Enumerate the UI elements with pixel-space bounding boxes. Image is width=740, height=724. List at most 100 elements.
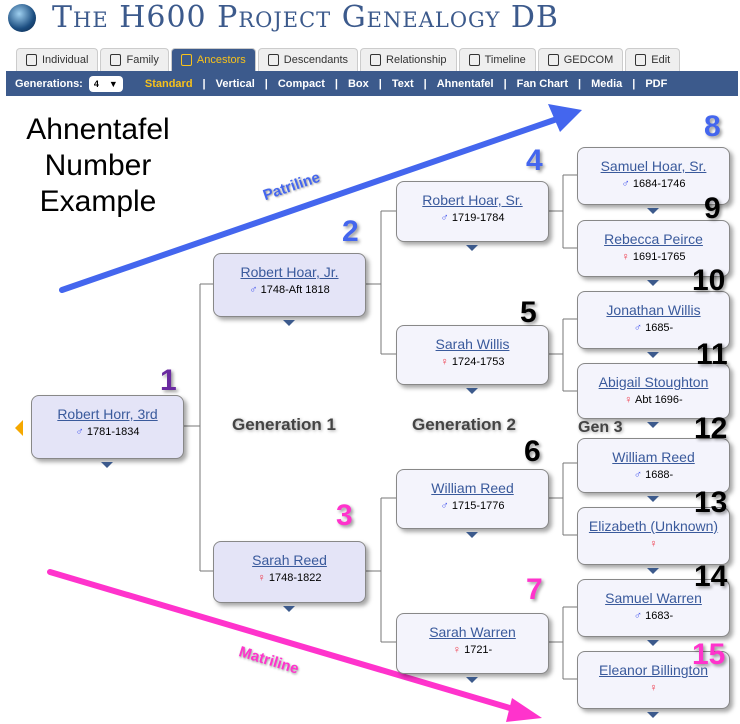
person-box: Robert Horr, 3rd♂ 1781-1834 [31, 395, 184, 459]
person-dates: ♂ 1719-1784 [397, 212, 548, 224]
person-name-link[interactable]: Samuel Warren [605, 590, 702, 606]
person-name-link[interactable]: Robert Hoar, Sr. [422, 192, 523, 208]
tab-label: Descendants [283, 54, 349, 66]
ahnentafel-number: 2 [342, 215, 359, 248]
matriline-arrow [47, 569, 542, 722]
person-box: Sarah Reed ♀ 1748-1822 [213, 541, 366, 603]
expand-arrow-icon[interactable] [647, 640, 659, 646]
person-name-link[interactable]: William Reed [612, 449, 695, 465]
ahnentafel-number: 14 [694, 560, 728, 593]
patriline-arrow [59, 104, 582, 293]
person-name-link[interactable]: Jonathan Willis [606, 302, 701, 318]
person-name-link[interactable]: Robert Horr, 3rd [57, 406, 158, 422]
view-link-vertical[interactable]: Vertical [215, 77, 255, 90]
ahnentafel-number: 3 [336, 499, 353, 532]
separator: | [378, 77, 382, 90]
person-name-link[interactable]: Rebecca Peirce [604, 231, 703, 247]
male-icon: ♂ [633, 469, 643, 481]
ahnentafel-number: 8 [704, 110, 721, 143]
male-icon: ♂ [621, 178, 630, 190]
generations-select[interactable]: 4▼ [88, 75, 123, 92]
person-dates: ♂ 1684-1746 [578, 178, 729, 190]
ahnentafel-number: 10 [692, 264, 726, 297]
person-name-link[interactable]: Sarah Reed [252, 552, 327, 568]
tab-label: Timeline [484, 54, 526, 66]
male-icon: ♂ [440, 500, 449, 512]
separator: | [503, 77, 507, 90]
person-name-link[interactable]: Sarah Willis [435, 336, 510, 352]
dates-text: 1724-1753 [451, 356, 505, 368]
person-box: William Reed ♂ 1688- [577, 438, 730, 493]
ancestors-icon [180, 54, 192, 66]
expand-arrow-icon[interactable] [283, 320, 295, 326]
view-link-pdf[interactable]: PDF [645, 77, 668, 90]
person-name-link[interactable]: Samuel Hoar, Sr. [600, 158, 707, 174]
person-dates: ♀ [578, 682, 729, 694]
expand-arrow-icon[interactable] [647, 496, 659, 502]
female-icon: ♀ [257, 572, 266, 584]
view-link-box[interactable]: Box [347, 77, 369, 90]
ahnentafel-number: 1 [160, 364, 177, 397]
view-link-ahnentafel[interactable]: Ahnentafel [436, 77, 494, 90]
expand-arrow-icon[interactable] [466, 677, 478, 683]
dates-text: 1688- [645, 469, 674, 481]
expand-arrow-icon[interactable] [647, 280, 659, 286]
person-dates: ♂ 1685- [578, 322, 729, 334]
tab-ancestors[interactable]: Ancestors [170, 48, 256, 71]
person-dates: ♀ Abt 1696- [578, 394, 729, 406]
timeline-icon [468, 54, 480, 66]
view-nav: Generations: 4▼ Standard|Vertical|Compac… [6, 71, 738, 96]
ahnentafel-number: 15 [692, 638, 726, 671]
person-dates: ♀ 1748-1822 [214, 572, 365, 584]
descendants-icon [267, 54, 279, 66]
person-box: Sarah Willis♀ 1724-1753 [396, 325, 549, 385]
separator: | [264, 77, 268, 90]
expand-arrow-icon[interactable] [466, 532, 478, 538]
generations-value: 4 [93, 78, 99, 89]
tab-edit[interactable]: Edit [625, 48, 681, 71]
expand-arrow-icon[interactable] [647, 712, 659, 718]
view-link-standard[interactable]: Standard [144, 77, 193, 90]
view-link-media[interactable]: Media [591, 77, 623, 90]
dates-text: 1721- [464, 644, 493, 656]
tab-label: Ancestors [196, 54, 246, 66]
dates-text: 1683- [645, 610, 674, 622]
female-icon: ♀ [621, 251, 630, 263]
tab-descendants[interactable]: Descendants [257, 48, 359, 71]
view-link-compact[interactable]: Compact [277, 77, 325, 90]
expand-arrow-icon[interactable] [466, 245, 478, 251]
expand-arrow-icon[interactable] [647, 208, 659, 214]
person-name-link[interactable]: William Reed [431, 480, 514, 496]
dates-text: 1781-1834 [86, 426, 140, 438]
person-box: Elizabeth (Unknown)♀ [577, 507, 730, 565]
tab-family[interactable]: Family [100, 48, 169, 71]
person-name-link[interactable]: Robert Hoar, Jr. [240, 264, 339, 280]
dates-text: 1748-1822 [268, 572, 322, 584]
tab-individual[interactable]: Individual [16, 48, 99, 71]
previous-generation-arrow-icon[interactable] [15, 420, 23, 436]
dates-text: 1691-1765 [632, 251, 686, 263]
tab-relationship[interactable]: Relationship [360, 48, 457, 71]
site-title[interactable]: The H600 Project Genealogy DB [52, 0, 559, 35]
person-dates: ♂ 1715-1776 [397, 500, 548, 512]
person-box: Jonathan Willis ♂ 1685- [577, 291, 730, 349]
person-name-link[interactable]: Abigail Stoughton [598, 374, 709, 390]
annotation-line: Ahnentafel [26, 113, 170, 146]
generation-2-label: Generation 2 [412, 415, 516, 434]
person-box: William Reed ♂ 1715-1776 [396, 469, 549, 529]
expand-arrow-icon[interactable] [101, 462, 113, 468]
expand-arrow-icon[interactable] [466, 388, 478, 394]
expand-arrow-icon[interactable] [647, 422, 659, 428]
person-name-link[interactable]: Elizabeth (Unknown) [588, 518, 719, 534]
expand-arrow-icon[interactable] [647, 352, 659, 358]
male-icon: ♂ [633, 322, 643, 334]
tab-timeline[interactable]: Timeline [458, 48, 536, 71]
view-link-text[interactable]: Text [391, 77, 414, 90]
tab-gedcom[interactable]: GEDCOM [537, 48, 624, 71]
expand-arrow-icon[interactable] [647, 568, 659, 574]
view-link-fan-chart[interactable]: Fan Chart [516, 77, 568, 90]
person-name-link[interactable]: Sarah Warren [429, 624, 516, 640]
person-name-link[interactable]: Eleanor Billington [599, 662, 708, 678]
expand-arrow-icon[interactable] [283, 606, 295, 612]
